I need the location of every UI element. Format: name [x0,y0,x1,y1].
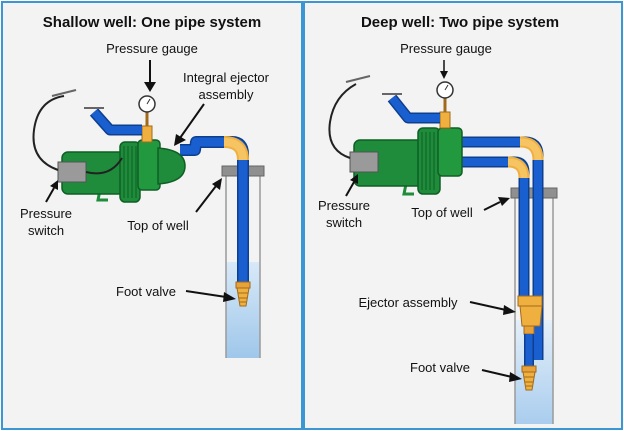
right-arrow-top-of-well [483,201,501,211]
right-arrowhead-switch [350,174,358,184]
right-arrow-switch [345,181,355,197]
left-label-foot-valve: Foot valve [116,284,176,299]
left-arrowhead-top-of-well [212,178,222,190]
right-label-pressure-gauge: Pressure gauge [400,41,492,56]
right-label-switch-1: Pressure [318,198,370,213]
left-arrowhead-gauge [144,82,156,92]
left-arrow-top-of-well [195,185,217,213]
right-panel: Deep well: Two pipe system [303,1,623,430]
left-pressure-gauge-icon [138,95,156,126]
right-pipes [462,136,544,360]
right-ejector-icon [517,295,543,368]
right-title: Deep well: Two pipe system [361,14,559,31]
right-arrowhead-ejector [503,305,516,315]
right-arrowhead-top-of-well [498,197,510,206]
left-label-ejector-1: Integral ejector [183,70,270,85]
right-pressure-switch-icon [328,83,379,173]
right-panel-border [303,1,623,430]
left-arrowhead-switch [50,180,58,190]
left-title: Shallow well: One pipe system [43,14,261,31]
right-label-ejector-assembly: Ejector assembly [359,295,458,310]
left-pressure-switch-icon [32,95,123,183]
left-arrowhead-foot-valve [223,292,236,302]
left-label-switch-1: Pressure [20,206,72,221]
right-arrowhead-gauge [440,71,448,79]
left-arrowhead-ejector [174,134,186,146]
left-foot-valve-icon [235,281,251,307]
left-panel: Shallow well: One pipe system [1,1,303,430]
left-arrow-ejector [179,103,205,139]
left-drop-pipe [180,136,249,285]
left-label-ejector-2: assembly [199,87,254,102]
left-arrow-foot-valve [185,290,227,298]
right-arrowhead-foot-valve [509,372,522,382]
right-discharge-pipe [345,75,440,124]
left-arrow-switch [45,187,55,203]
right-arrow-foot-valve [481,369,513,378]
right-foot-valve-icon [521,365,537,391]
right-arrow-ejector [469,301,507,311]
left-label-pressure-gauge: Pressure gauge [106,41,198,56]
left-pump-icon [61,125,186,203]
right-label-switch-2: switch [326,215,362,230]
right-pressure-gauge-icon [436,81,454,112]
left-label-top-of-well: Top of well [127,218,189,233]
right-label-top-of-well: Top of well [411,205,473,220]
right-pump-icon [353,111,463,196]
right-label-foot-valve: Foot valve [410,360,470,375]
left-discharge-pipe [51,89,142,136]
left-label-switch-2: switch [28,223,64,238]
